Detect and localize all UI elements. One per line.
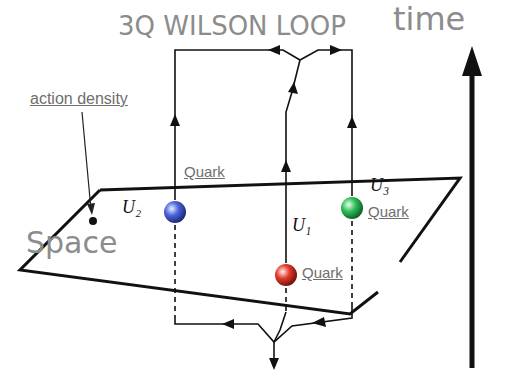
axis-label: time (393, 2, 465, 37)
sphere-shape (163, 200, 187, 224)
quark-label: Quark (302, 265, 343, 282)
quark-sphere: Quark (163, 200, 187, 224)
leader-line (82, 112, 91, 210)
sphere-shape (340, 196, 364, 220)
arrowhead (330, 45, 342, 55)
space-plane (20, 178, 460, 314)
plane-edge (100, 178, 460, 262)
wilson-loop (175, 50, 352, 362)
hidden-line (351, 221, 353, 302)
time-arrow (470, 70, 475, 368)
action-density-dot (89, 217, 97, 225)
sphere (341, 197, 363, 219)
quark-label: Quark (368, 204, 409, 221)
arrowhead (347, 116, 357, 128)
loop-arrowheads (170, 45, 357, 370)
quark-sphere: Quark (274, 263, 298, 287)
hidden-line (285, 288, 287, 312)
leader-arrowhead (87, 203, 95, 215)
arrowhead (312, 317, 326, 327)
callout-label: action density (30, 90, 128, 108)
loop-line (175, 50, 352, 200)
sphere-shape (274, 263, 298, 287)
sphere (275, 264, 297, 286)
arrowhead (222, 319, 234, 329)
diagram-title: 3Q WILSON LOOP (118, 12, 346, 41)
link-variable: U₁ (292, 216, 311, 236)
arrowhead (281, 160, 291, 172)
quark-sphere: Quark (340, 196, 364, 220)
plane-edge (20, 190, 378, 314)
loop-line (274, 312, 286, 342)
arrowhead (268, 45, 280, 55)
loop-line (175, 302, 352, 342)
plane-label: Space (26, 226, 117, 259)
arrowhead (288, 82, 298, 94)
hidden-line (174, 225, 176, 318)
quark-label: Quark (184, 164, 225, 181)
time-arrowhead (462, 46, 482, 76)
sphere (164, 201, 186, 223)
link-variable: U₂ (122, 198, 141, 218)
arrowhead (269, 358, 279, 370)
link-variable: U₃ (370, 176, 389, 196)
arrowhead (170, 114, 180, 126)
